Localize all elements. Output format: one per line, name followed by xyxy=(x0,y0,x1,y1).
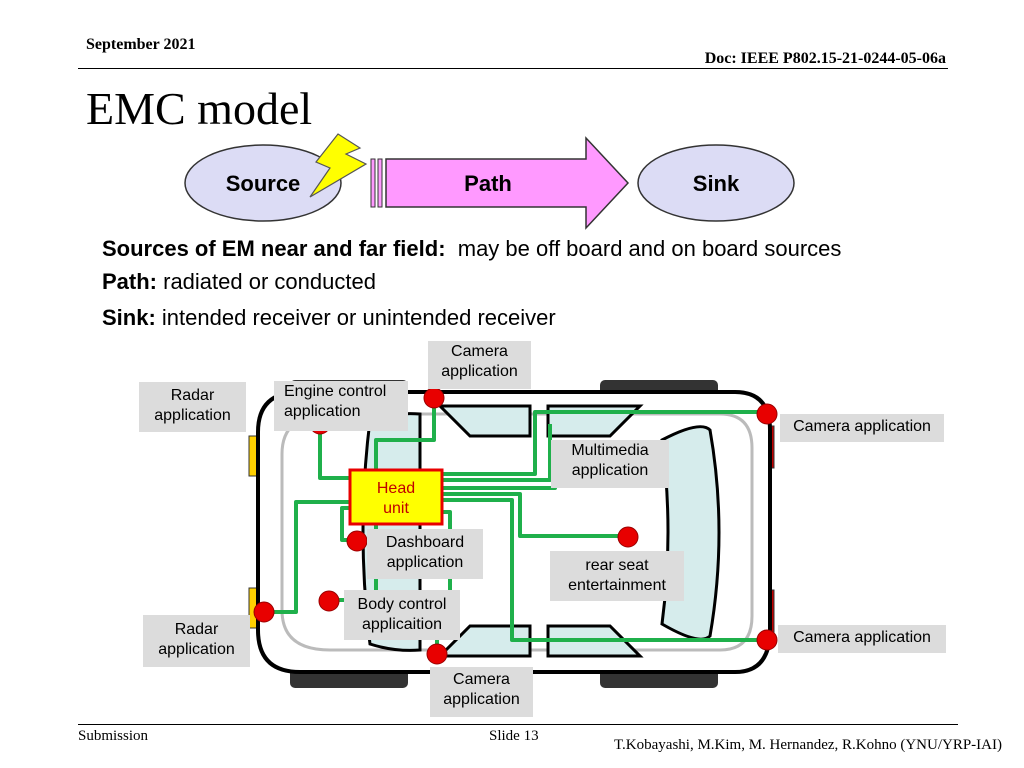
source-label: Source xyxy=(226,171,301,196)
label-multimedia: Multimedia application xyxy=(551,440,669,488)
sink-line: Sink: intended receiver or unintended re… xyxy=(102,305,556,331)
label-camera-top-line2: application xyxy=(441,363,518,380)
label-radar-bottom-line2: application xyxy=(158,641,235,658)
node-camera-right-top xyxy=(756,403,778,425)
label-camera-right-bottom: Camera application xyxy=(778,625,946,653)
path-line: Path: radiated or conducted xyxy=(102,269,376,295)
lightning-bolt-icon xyxy=(309,133,368,198)
node-radar-bottom xyxy=(253,601,275,623)
footer-divider xyxy=(78,724,958,725)
label-radar-bottom-line1: Radar xyxy=(174,621,219,638)
label-camera-top-line1: Camera xyxy=(451,343,508,360)
source-ellipse xyxy=(184,144,342,222)
label-camera-bottom-line1: Camera xyxy=(453,671,510,688)
sources-line: Sources of EM near and far field: may be… xyxy=(102,236,841,262)
node-camera-right-bottom xyxy=(756,629,778,651)
node-camera-bottom xyxy=(426,643,448,665)
car-inner-outline xyxy=(280,412,754,652)
header-doc-id: Doc: IEEE P802.15-21-0244-05-06a xyxy=(704,50,946,67)
label-body-control-line1: Body control xyxy=(357,596,447,613)
header-date: September 2021 xyxy=(86,36,196,53)
label-rear-seat-line2: entertainment xyxy=(568,577,666,594)
label-camera-right-top: Camera application xyxy=(780,414,944,442)
sink-ellipse xyxy=(637,144,795,222)
label-body-control-line2: applicaition xyxy=(361,616,443,633)
footer-submission: Submission xyxy=(78,728,149,744)
label-dashboard: Dashboard application xyxy=(367,529,483,579)
path-line-text: radiated or conducted xyxy=(163,269,376,294)
side-window xyxy=(436,404,532,438)
header-divider xyxy=(78,68,948,69)
sources-line-label: Sources of EM near and far field: xyxy=(102,236,446,261)
path-line-label: Path: xyxy=(102,269,157,294)
label-engine-line1: Engine control xyxy=(284,383,387,400)
node-rear-seat xyxy=(617,526,639,548)
head-unit-label-1: Head xyxy=(377,480,415,497)
label-radar-top-line1: Radar xyxy=(170,387,215,404)
label-dashboard-line1: Dashboard xyxy=(385,534,465,551)
path-arrow-stripe xyxy=(377,158,383,208)
footer-authors: T.Kobayashi, M.Kim, M. Hernandez, R.Kohn… xyxy=(614,737,1002,753)
label-rear-seat-line1: rear seat xyxy=(585,557,649,574)
path-arrow-stripe xyxy=(370,158,376,208)
label-multimedia-line1: Multimedia xyxy=(571,442,649,459)
label-rear-seat: rear seat entertainment xyxy=(550,551,684,601)
head-unit-label-2: unit xyxy=(383,500,409,517)
label-radar-top: Radar application xyxy=(139,382,246,432)
label-engine-line2: application xyxy=(284,403,361,420)
footer-slide-number: Slide 13 xyxy=(489,728,539,744)
head-unit-box xyxy=(348,468,444,526)
sources-line-text: may be off board and on board sources xyxy=(457,236,842,261)
label-camera-bottom: Camera application xyxy=(430,667,533,717)
label-engine: Engine control application xyxy=(274,381,408,431)
label-radar-bottom: Radar application xyxy=(143,615,250,667)
slide-title: EMC model xyxy=(86,83,313,134)
node-body-control xyxy=(318,590,340,612)
label-dashboard-line2: application xyxy=(386,554,464,571)
label-multimedia-line2: application xyxy=(571,462,649,479)
label-radar-top-line2: application xyxy=(154,407,231,424)
sink-label: Sink xyxy=(693,171,740,196)
path-label: Path xyxy=(464,171,512,196)
node-dashboard xyxy=(346,530,368,552)
label-camera-bottom-line2: application xyxy=(443,691,520,708)
label-camera-top: Camera application xyxy=(428,341,531,389)
node-camera-top xyxy=(423,387,445,409)
sink-line-label: Sink: xyxy=(102,305,156,330)
sink-line-text: intended receiver or unintended receiver xyxy=(161,305,556,330)
path-arrow xyxy=(385,136,630,230)
label-body-control: Body control applicaition xyxy=(344,590,460,640)
rear-window xyxy=(660,425,721,641)
